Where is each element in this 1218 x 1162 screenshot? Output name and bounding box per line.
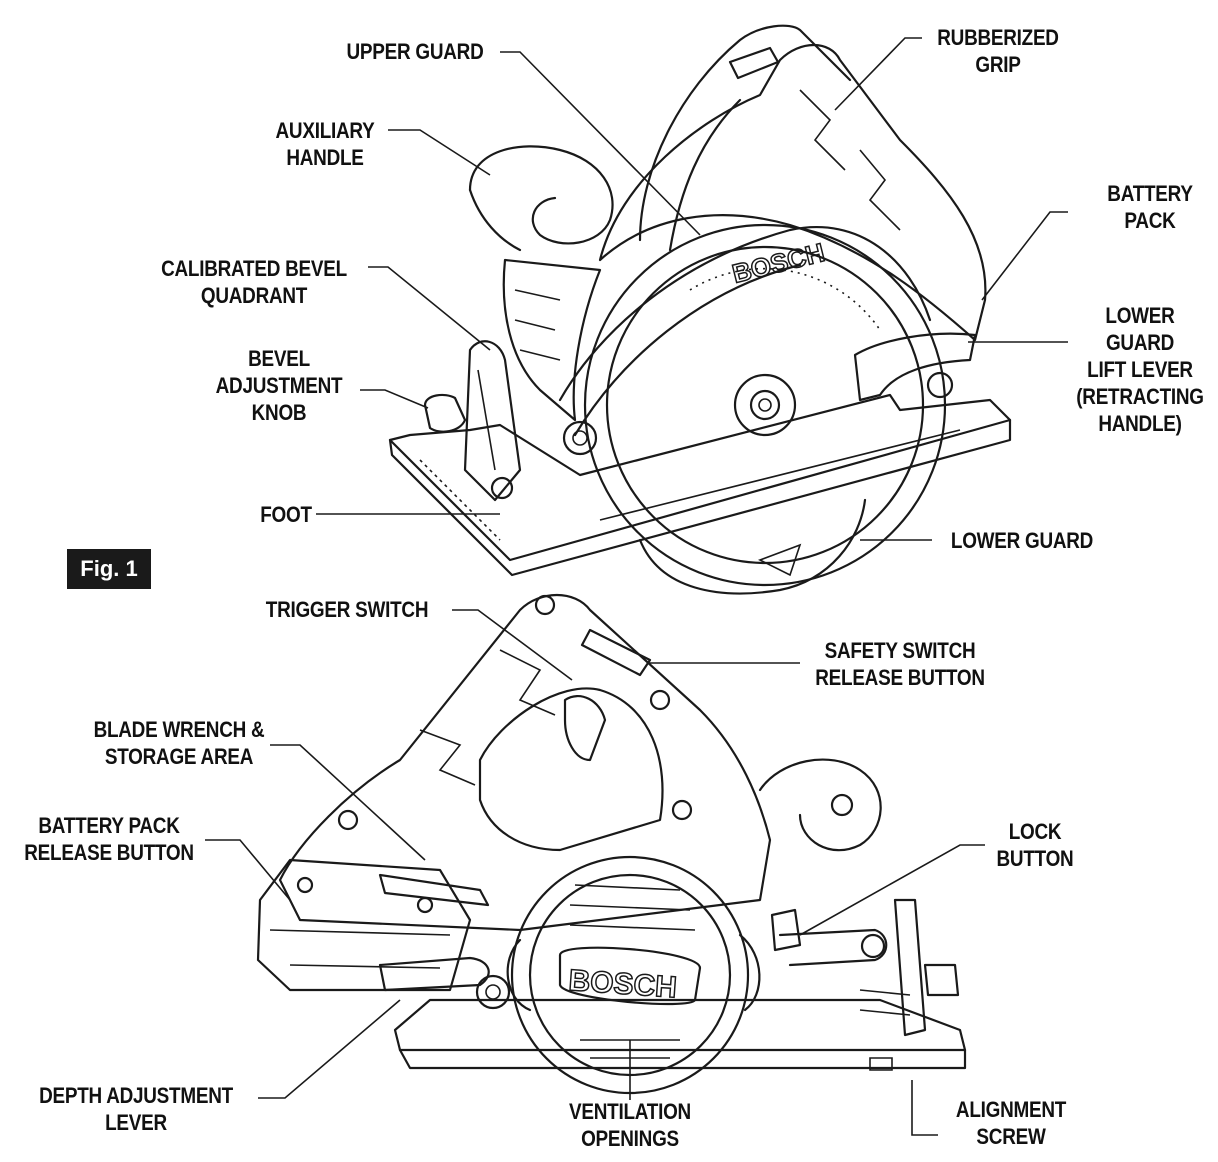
label-battery-pack-release-button: BATTERY PACK RELEASE BUTTON [24,813,194,865]
figure-label: Fig. 1 [67,549,151,589]
label-battery-pack: BATTERY PACK [1107,181,1193,233]
label-safety-switch-release-button: SAFETY SWITCH RELEASE BUTTON [815,638,985,690]
label-upper-guard: UPPER GUARD [346,39,484,64]
bottom-foot-shape [393,998,967,1052]
label-depth-adjustment-lever: DEPTH ADJUSTMENT LEVER [39,1083,233,1135]
lift-lever-shape [853,332,977,402]
label-foot: FOOT [260,502,312,527]
label-lock-button: LOCK BUTTON [996,819,1074,871]
bottom-saw-drawing: BOSCH [256,593,967,1095]
top-saw-drawing: BOSCH [388,24,1012,595]
bevel-knob-shape [423,393,467,433]
label-auxiliary-handle: AUXILIARY HANDLE [275,118,375,170]
depth-lever-shape [378,956,490,992]
auxiliary-handle-shape [468,145,614,245]
bottom-body-shape [278,593,772,932]
leader-lines [205,37,1068,1136]
label-bevel-adjustment-knob: BEVEL ADJUSTMENT KNOB [215,346,343,425]
label-blade-wrench-storage-area: BLADE WRENCH & STORAGE AREA [93,717,265,769]
label-rubberized-grip: RUBBERIZED GRIP [937,25,1059,77]
upper-guard-shape [598,44,987,342]
brand-logo-bottom: BOSCH [568,964,678,1004]
label-calibrated-bevel-quadrant: CALIBRATED BEVEL QUADRANT [161,256,347,308]
label-lower-guard-lift-lever: LOWER GUARD LIFT LEVER (RETRACTING HANDL… [1076,303,1204,436]
bevel-quadrant-shape [463,340,522,502]
label-trigger-switch: TRIGGER SWITCH [265,597,429,622]
label-ventilation-openings: VENTILATION OPENINGS [569,1099,691,1151]
label-lower-guard: LOWER GUARD [950,528,1094,553]
bottom-aux-handle-shape [758,758,882,852]
top-foot-shape [388,393,1012,562]
trigger-shape [563,694,607,762]
lock-button-shape [770,908,802,952]
label-alignment-screw: ALIGNMENT SCREW [955,1097,1067,1149]
main-handle-shape [638,24,852,242]
blade-arbor [733,373,797,437]
battery-pack-shape [256,858,472,992]
